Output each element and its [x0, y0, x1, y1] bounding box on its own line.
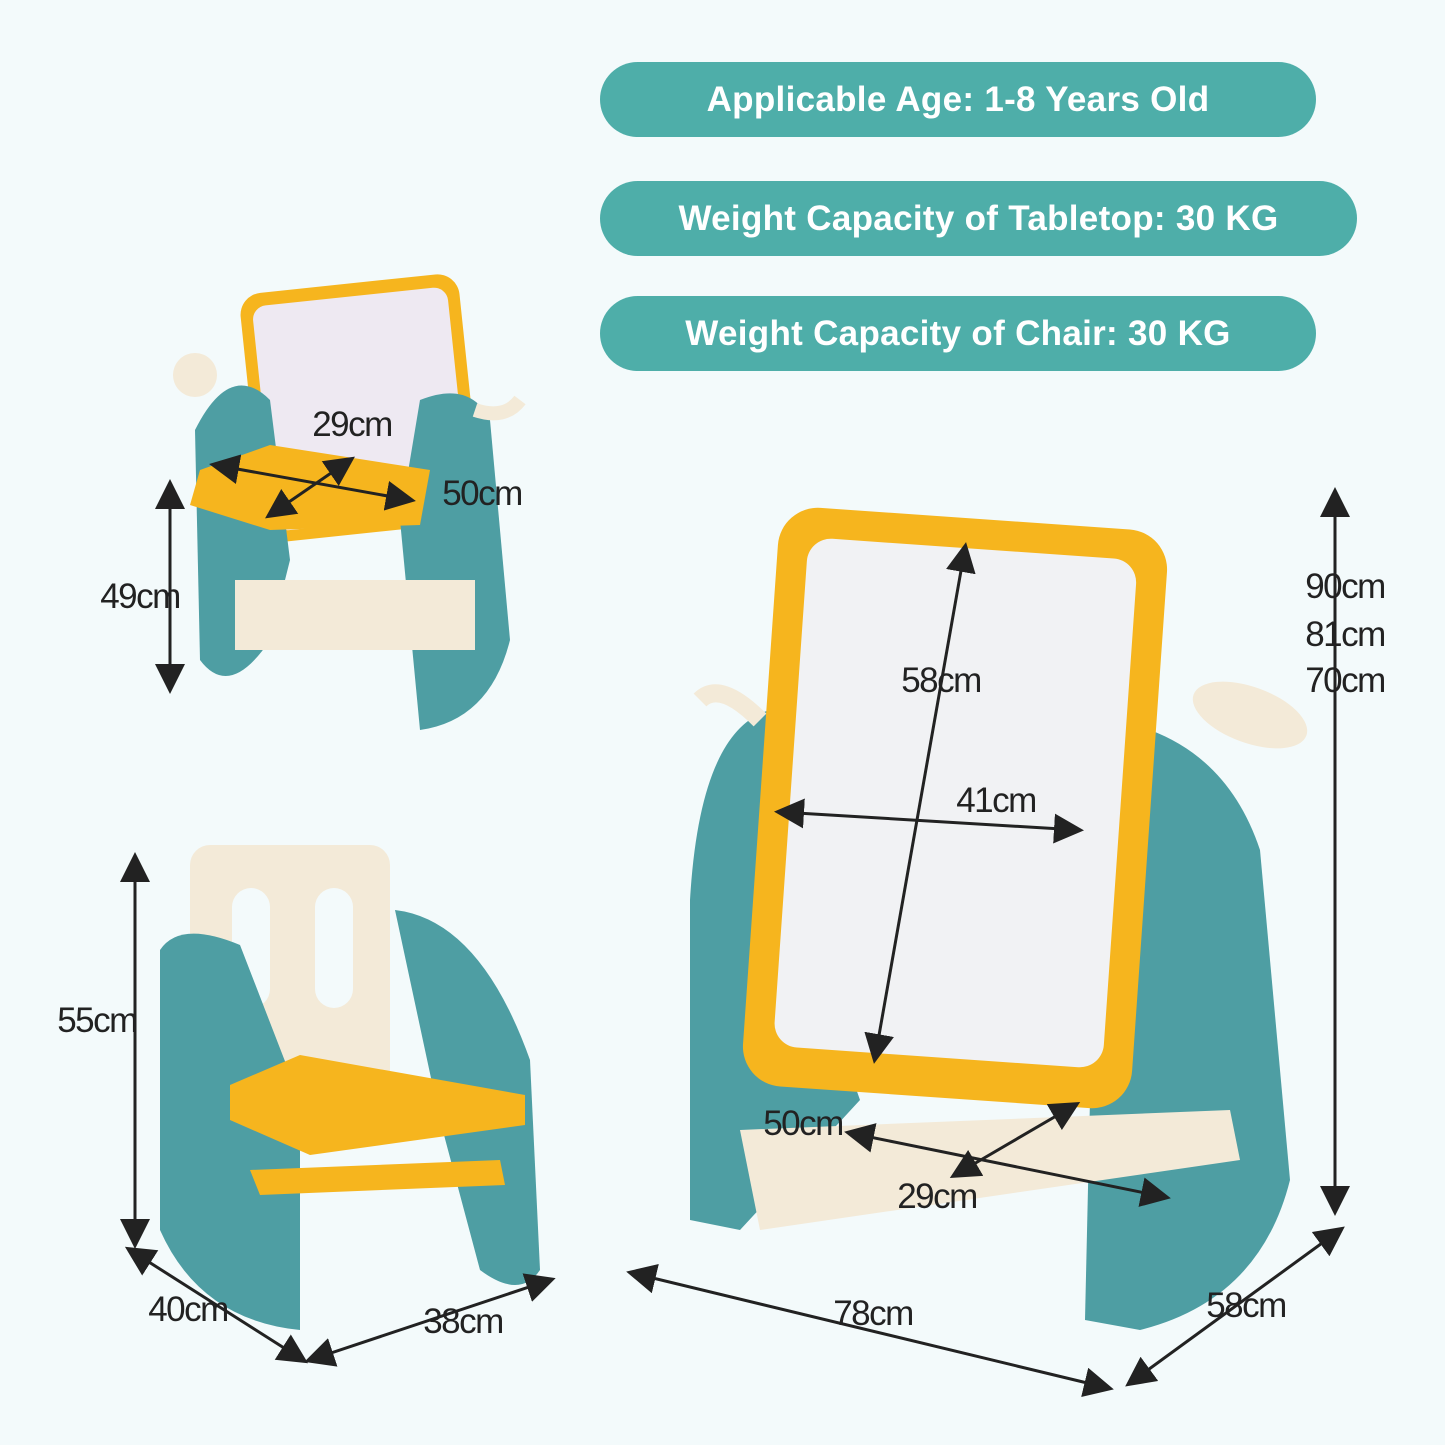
chair-width-label: 40cm [148, 1290, 229, 1329]
base-depth-label: 58cm [1206, 1286, 1287, 1325]
tabletop-capacity-badge: Weight Capacity of Tabletop: 30 KG [600, 181, 1357, 256]
tray-depth-label: 29cm [897, 1177, 978, 1216]
base-width-label: 78cm [833, 1294, 914, 1333]
tray-width-label: 50cm [763, 1104, 844, 1143]
age-spec-badge: Applicable Age: 1-8 Years Old [600, 62, 1316, 137]
desk-illustration [155, 274, 526, 730]
easel-height-label-3: 70cm [1305, 661, 1386, 700]
board-width-label: 41cm [956, 781, 1037, 820]
desk-width-label: 50cm [442, 474, 523, 513]
board-height-label: 58cm [901, 661, 982, 700]
desk-depth-label: 29cm [312, 405, 393, 444]
chair-illustration [120, 845, 556, 1367]
chair-height-label: 55cm [57, 1001, 138, 1040]
chair-capacity-badge: Weight Capacity of Chair: 30 KG [600, 296, 1316, 371]
easel-illustration [626, 487, 1350, 1397]
desk-height-label: 49cm [100, 577, 181, 616]
easel-height-label-1: 90cm [1305, 567, 1386, 606]
chair-depth-label: 38cm [423, 1302, 504, 1341]
easel-height-label-2: 81cm [1305, 615, 1386, 654]
